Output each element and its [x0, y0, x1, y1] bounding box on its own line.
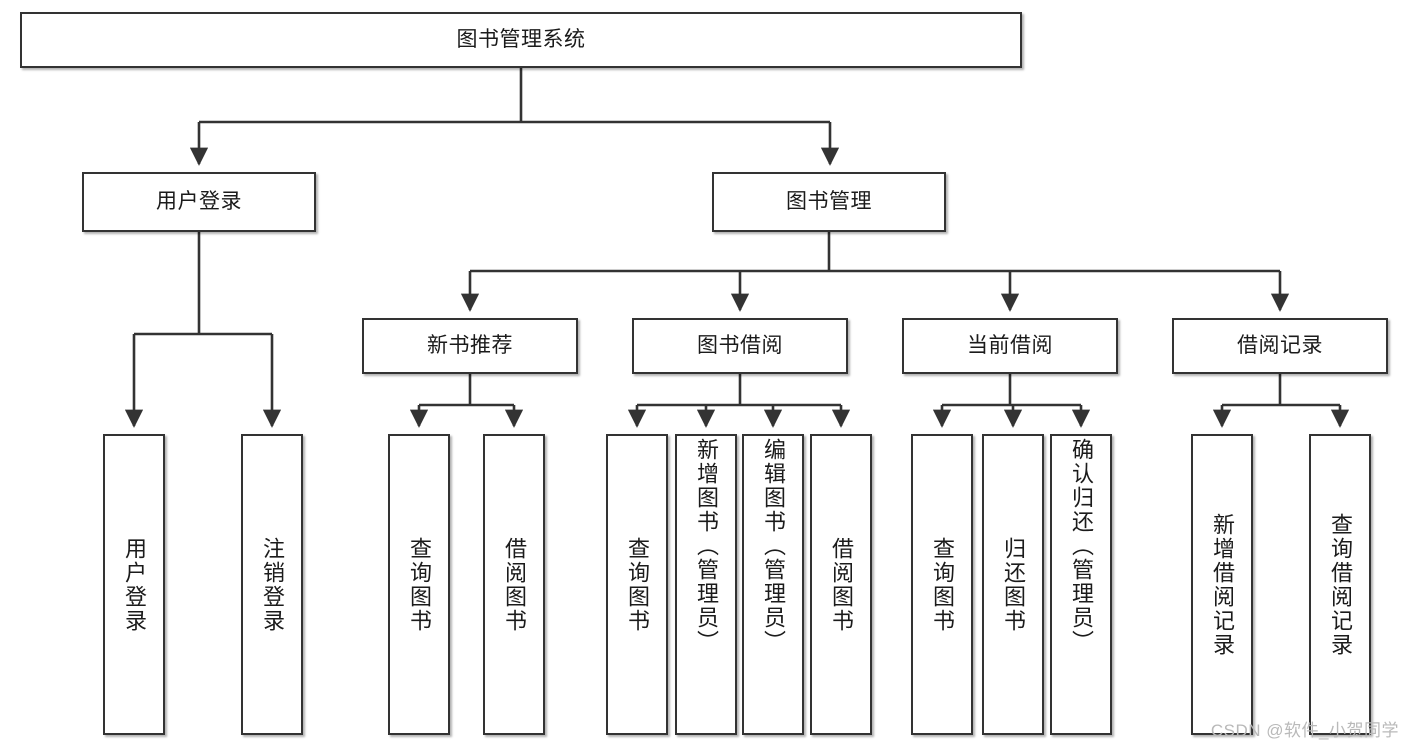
- node-user-login-label: 用户登录: [156, 190, 242, 214]
- node-leaf-query-book-3[interactable]: 查询图书: [911, 434, 973, 735]
- node-leaf-borrow-book-2-label: 借阅图书: [829, 536, 854, 633]
- node-new-book-rec-label: 新书推荐: [427, 334, 513, 358]
- node-user-login[interactable]: 用户登录: [82, 172, 316, 232]
- node-leaf-add-record-label: 新增借阅记录: [1210, 512, 1235, 657]
- node-current-borrow[interactable]: 当前借阅: [902, 318, 1118, 374]
- node-leaf-query-book-2[interactable]: 查询图书: [606, 434, 668, 735]
- node-book-manage[interactable]: 图书管理: [712, 172, 946, 232]
- node-leaf-user-login[interactable]: 用户登录: [103, 434, 165, 735]
- node-leaf-borrow-book-1-label: 借阅图书: [502, 536, 527, 633]
- node-leaf-confirm-return-label: 确认归还（管理员）: [1069, 438, 1094, 654]
- node-root-label: 图书管理系统: [456, 28, 586, 52]
- node-leaf-query-book-1-label: 查询图书: [407, 536, 432, 633]
- node-book-borrow-label: 图书借阅: [697, 334, 783, 358]
- node-leaf-add-book-label: 新增图书（管理员）: [694, 438, 719, 654]
- node-leaf-return-book-label: 归还图书: [1001, 536, 1026, 633]
- node-root[interactable]: 图书管理系统: [20, 12, 1022, 68]
- node-leaf-edit-book[interactable]: 编辑图书（管理员）: [742, 434, 804, 735]
- node-leaf-return-book[interactable]: 归还图书: [982, 434, 1044, 735]
- node-leaf-query-record[interactable]: 查询借阅记录: [1309, 434, 1371, 735]
- node-leaf-user-logout[interactable]: 注销登录: [241, 434, 303, 735]
- node-book-borrow[interactable]: 图书借阅: [632, 318, 848, 374]
- node-leaf-user-login-label: 用户登录: [122, 536, 147, 633]
- node-current-borrow-label: 当前借阅: [967, 334, 1053, 358]
- watermark-text: CSDN @软件_小贺同学: [1210, 721, 1399, 740]
- node-leaf-confirm-return[interactable]: 确认归还（管理员）: [1050, 434, 1112, 735]
- node-leaf-query-book-1[interactable]: 查询图书: [388, 434, 450, 735]
- node-leaf-query-book-2-label: 查询图书: [625, 536, 650, 633]
- node-borrow-record[interactable]: 借阅记录: [1172, 318, 1388, 374]
- node-leaf-borrow-book-2[interactable]: 借阅图书: [810, 434, 872, 735]
- node-book-manage-label: 图书管理: [786, 190, 872, 214]
- node-leaf-query-record-label: 查询借阅记录: [1328, 512, 1353, 657]
- node-leaf-add-record[interactable]: 新增借阅记录: [1191, 434, 1253, 735]
- node-leaf-borrow-book-1[interactable]: 借阅图书: [483, 434, 545, 735]
- node-leaf-query-book-3-label: 查询图书: [930, 536, 955, 633]
- node-leaf-edit-book-label: 编辑图书（管理员）: [761, 438, 786, 654]
- node-borrow-record-label: 借阅记录: [1237, 334, 1323, 358]
- node-leaf-user-logout-label: 注销登录: [260, 536, 285, 633]
- node-leaf-add-book[interactable]: 新增图书（管理员）: [675, 434, 737, 735]
- node-new-book-rec[interactable]: 新书推荐: [362, 318, 578, 374]
